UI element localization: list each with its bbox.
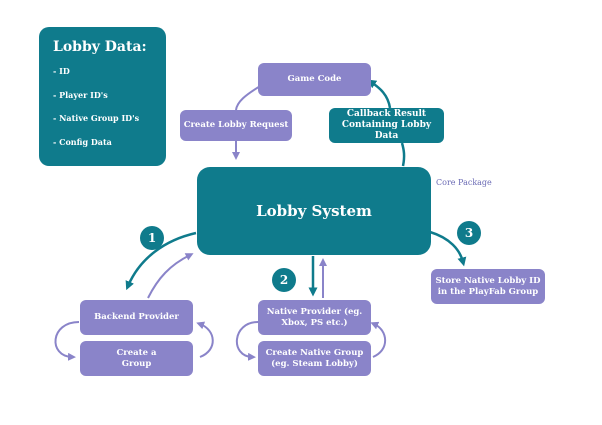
- lobby-data-item-id: - ID: [53, 66, 70, 76]
- lobby-system-node: Lobby System: [197, 167, 431, 255]
- core-package-label: Core Package: [436, 178, 492, 187]
- arrow-lobby-to-backend: [125, 231, 197, 291]
- create-lobby-request-node: Create Lobby Request: [180, 110, 292, 141]
- arrow-callback-to-game-code: [367, 79, 392, 109]
- loop-left-native: [236, 321, 259, 361]
- lobby-data-title: Lobby Data:: [53, 39, 147, 55]
- create-group-node: Create a Group: [80, 341, 193, 376]
- loop-right-backend: [196, 321, 214, 358]
- lobby-data-item-native-group-ids: - Native Group ID's: [53, 113, 140, 123]
- arrow-lobby-to-store: [429, 230, 467, 267]
- callback-result-node: Callback Result Containing Lobby Data: [329, 108, 444, 143]
- lobby-data-item-player-ids: - Player ID's: [53, 89, 108, 100]
- arrow-backend-to-lobby: [147, 253, 194, 299]
- step-badge-3: 3: [457, 221, 481, 245]
- loop-left-backend: [54, 321, 80, 361]
- step-badge-2: 2: [272, 268, 296, 292]
- step-badge-1: 1: [140, 226, 164, 250]
- store-native-lobby-node: Store Native Lobby ID in the PlayFab Gro…: [431, 269, 545, 304]
- lobby-data-panel: Lobby Data: - ID - Player ID's - Native …: [39, 27, 166, 166]
- lobby-data-item-config-data: - Config Data: [53, 136, 112, 147]
- arrow-lobby-to-callback: [400, 142, 406, 167]
- create-native-group-node: Create Native Group (eg. Steam Lobby): [258, 341, 371, 376]
- game-code-node: Game Code: [258, 63, 371, 96]
- backend-provider-node: Backend Provider: [80, 300, 193, 335]
- loop-right-native: [370, 321, 387, 358]
- native-provider-node: Native Provider (eg. Xbox, PS etc.): [258, 300, 371, 335]
